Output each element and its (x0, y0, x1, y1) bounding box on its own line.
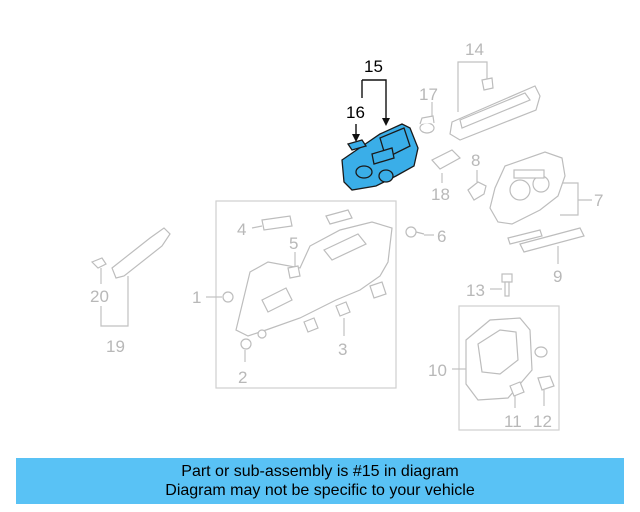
highlighted-part-16[interactable] (346, 139, 368, 151)
callout-10-label: 10 (428, 361, 447, 380)
callout-4-leader (251, 225, 263, 229)
part-2-grommet[interactable] (240, 329, 267, 350)
info-banner: Part or sub-assembly is #15 in diagram D… (16, 458, 624, 504)
center-bezel-part-7[interactable] (489, 151, 566, 225)
highlighted-part-15[interactable] (341, 123, 419, 191)
part-12[interactable] (537, 375, 555, 391)
callout-15-leader (361, 79, 387, 124)
console-frame (458, 305, 560, 431)
callout-14-label: 14 (465, 40, 484, 59)
banner-line-1: Part or sub-assembly is #15 in diagram (181, 463, 459, 480)
glove-box-part[interactable] (449, 77, 541, 141)
callout-13-label: 13 (466, 281, 485, 300)
part-20[interactable] (90, 257, 107, 269)
callout-3-label: 3 (338, 340, 347, 359)
console-part-10[interactable] (465, 317, 548, 401)
callout-19-label: 19 (106, 337, 125, 356)
part-3-fastener[interactable] (303, 281, 387, 333)
callout-6-label: 6 (437, 227, 446, 246)
callout-12-label: 12 (533, 412, 552, 431)
callout-15-arrowhead (382, 118, 390, 126)
callout-15-label: 15 (364, 57, 383, 76)
callout-18-label: 18 (431, 185, 450, 204)
part-19[interactable] (111, 227, 171, 279)
callout-1-label: 1 (192, 288, 201, 307)
callout-5-label: 5 (289, 234, 298, 253)
callout-9-label: 9 (553, 267, 562, 286)
part-4-bracket[interactable] (261, 215, 293, 231)
callout-7-leader (560, 182, 592, 216)
instrument-panel-frame (215, 200, 397, 389)
panel-part-18[interactable] (431, 149, 461, 170)
part-5-clip[interactable] (287, 265, 301, 279)
part-4b[interactable] (325, 209, 353, 225)
callout-20-label: 20 (90, 287, 109, 306)
trim-part-9[interactable] (507, 227, 585, 253)
callout-14-leader (457, 61, 488, 112)
bracket-part-8[interactable] (467, 181, 487, 201)
callout-2-label: 2 (238, 368, 247, 387)
part-11[interactable] (509, 381, 525, 397)
screw-part-6[interactable] (405, 226, 425, 238)
instrument-panel-part[interactable] (235, 221, 393, 337)
callout-19-leader (100, 276, 129, 327)
banner-line-2: Diagram may not be specific to your vehi… (165, 482, 475, 499)
callout-16-arrowhead (352, 134, 360, 142)
part-1-grommet[interactable] (222, 291, 234, 303)
callout-7-label: 7 (594, 191, 603, 210)
bolt-part-13[interactable] (501, 273, 513, 297)
clip-part-17[interactable] (419, 115, 435, 134)
callout-17-label: 17 (419, 85, 438, 104)
callout-4-label: 4 (237, 220, 246, 239)
callout-11-label: 11 (504, 412, 522, 431)
callout-16-label: 16 (346, 103, 365, 122)
callout-8-label: 8 (471, 151, 480, 170)
